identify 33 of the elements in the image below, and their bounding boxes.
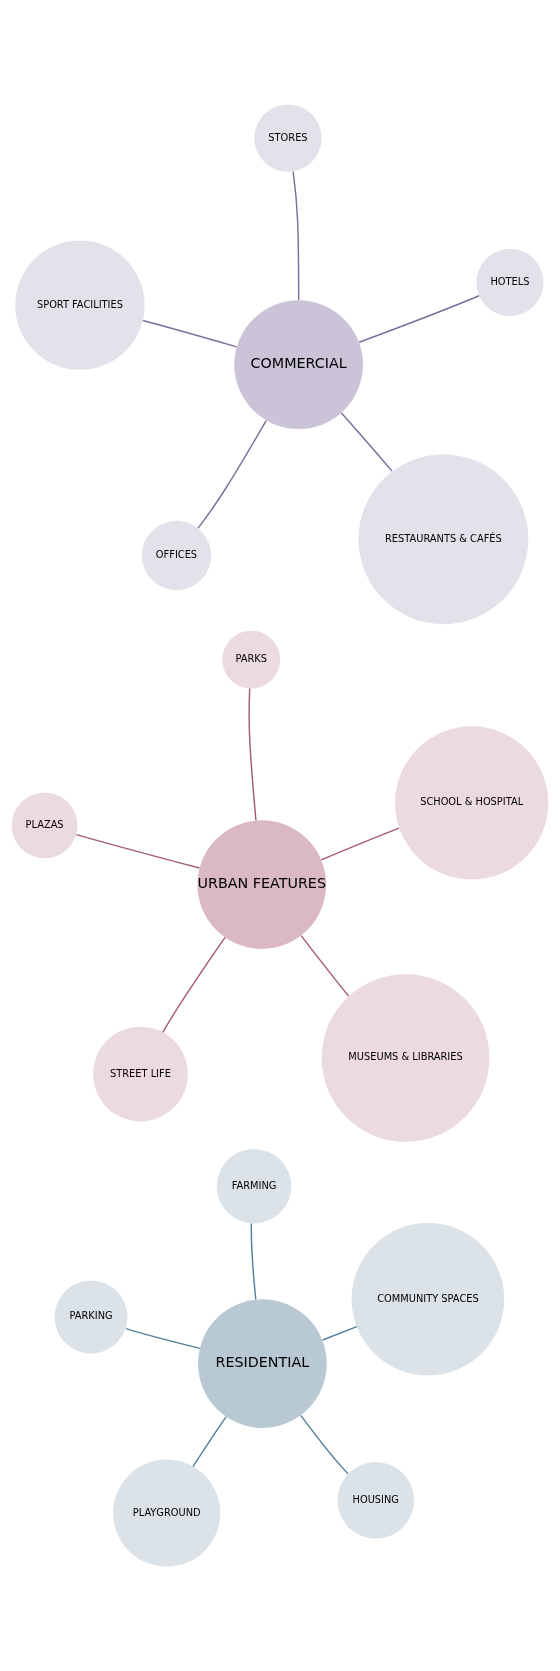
connector <box>300 934 350 997</box>
connector <box>162 936 226 1034</box>
node-circle: FARMING <box>216 1148 292 1224</box>
node-circle: OFFICES <box>141 520 212 591</box>
node-circle: PARKING <box>54 1280 128 1354</box>
connector <box>292 170 300 301</box>
node-circle: URBAN FEATURES <box>197 820 327 949</box>
connector <box>300 1414 349 1475</box>
connector <box>192 1416 227 1468</box>
node-circle: COMMUNITY SPACES <box>351 1222 505 1376</box>
node-circle: MUSEUMS & LIBRARIES <box>321 974 490 1142</box>
connector <box>340 412 393 472</box>
connector <box>142 319 238 348</box>
node-circle: HOTELS <box>476 248 544 317</box>
node-circle: SCHOOL & HOSPITAL <box>395 726 549 880</box>
node-circle: STREET LIFE <box>93 1026 188 1122</box>
node-circle: RESIDENTIAL <box>198 1299 327 1428</box>
node-circle: PLAYGROUND <box>113 1459 221 1567</box>
connector <box>75 833 201 869</box>
connector <box>125 1327 201 1350</box>
connector <box>250 1222 257 1301</box>
connector <box>320 827 400 861</box>
node-circle: STORES <box>254 104 322 172</box>
node-circle: PARKS <box>222 630 281 689</box>
connector <box>358 295 480 343</box>
connector <box>321 1325 358 1341</box>
node-circle: COMMERCIAL <box>234 300 363 430</box>
node-circle: HOUSING <box>337 1462 415 1539</box>
connector <box>248 687 257 822</box>
node-circle: RESTAURANTS & CAFÉS <box>358 454 529 625</box>
node-circle: PLAZAS <box>11 792 78 859</box>
connector <box>197 419 268 529</box>
node-circle: SPORT FACILITIES <box>15 240 145 370</box>
